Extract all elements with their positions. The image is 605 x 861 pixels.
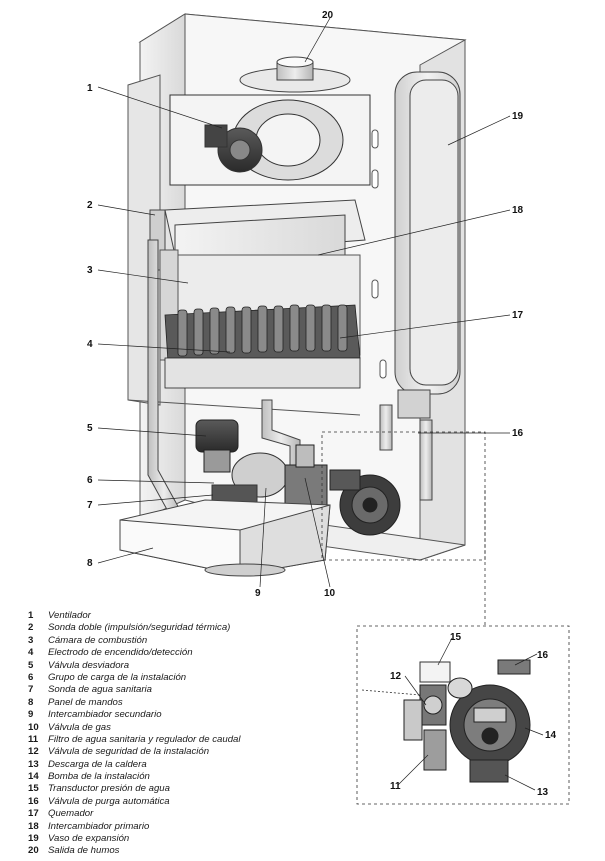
callout-14: 14 bbox=[545, 730, 557, 741]
flue-outlet bbox=[239, 56, 351, 93]
burner bbox=[164, 304, 361, 389]
callout-4: 4 bbox=[87, 339, 93, 350]
callout-16-inset: 16 bbox=[537, 650, 549, 661]
callout-8: 8 bbox=[87, 558, 93, 569]
callout-20: 20 bbox=[322, 10, 334, 21]
callout-10: 10 bbox=[324, 588, 336, 599]
callout-6: 6 bbox=[87, 475, 93, 486]
secondary-heat-exchanger bbox=[211, 452, 289, 506]
callout-1: 1 bbox=[87, 83, 93, 94]
callout-7: 7 bbox=[87, 500, 93, 511]
callout-12: 12 bbox=[390, 671, 402, 682]
leader-lines bbox=[97, 17, 544, 791]
detail-connector bbox=[321, 431, 486, 625]
callout-9: 9 bbox=[255, 588, 261, 599]
callout-11: 11 bbox=[390, 781, 401, 792]
callout-16: 16 bbox=[512, 428, 524, 439]
callout-3: 3 bbox=[87, 265, 93, 276]
callout-15: 15 bbox=[450, 632, 462, 643]
callout-17: 17 bbox=[512, 310, 524, 321]
callout-18: 18 bbox=[512, 205, 524, 216]
diverter-valve bbox=[195, 419, 239, 473]
callout-numbers: 20 1 2 3 4 5 6 7 8 9 10 19 18 17 16 15 1… bbox=[87, 10, 557, 798]
callout-2: 2 bbox=[87, 200, 93, 211]
callout-19: 19 bbox=[512, 111, 524, 122]
fan bbox=[169, 94, 371, 186]
callout-13: 13 bbox=[537, 787, 549, 798]
detail-inset bbox=[356, 625, 570, 805]
expansion-vessel bbox=[394, 71, 461, 419]
pump bbox=[329, 469, 401, 536]
callout-5: 5 bbox=[87, 423, 93, 434]
control-panel bbox=[119, 499, 331, 577]
